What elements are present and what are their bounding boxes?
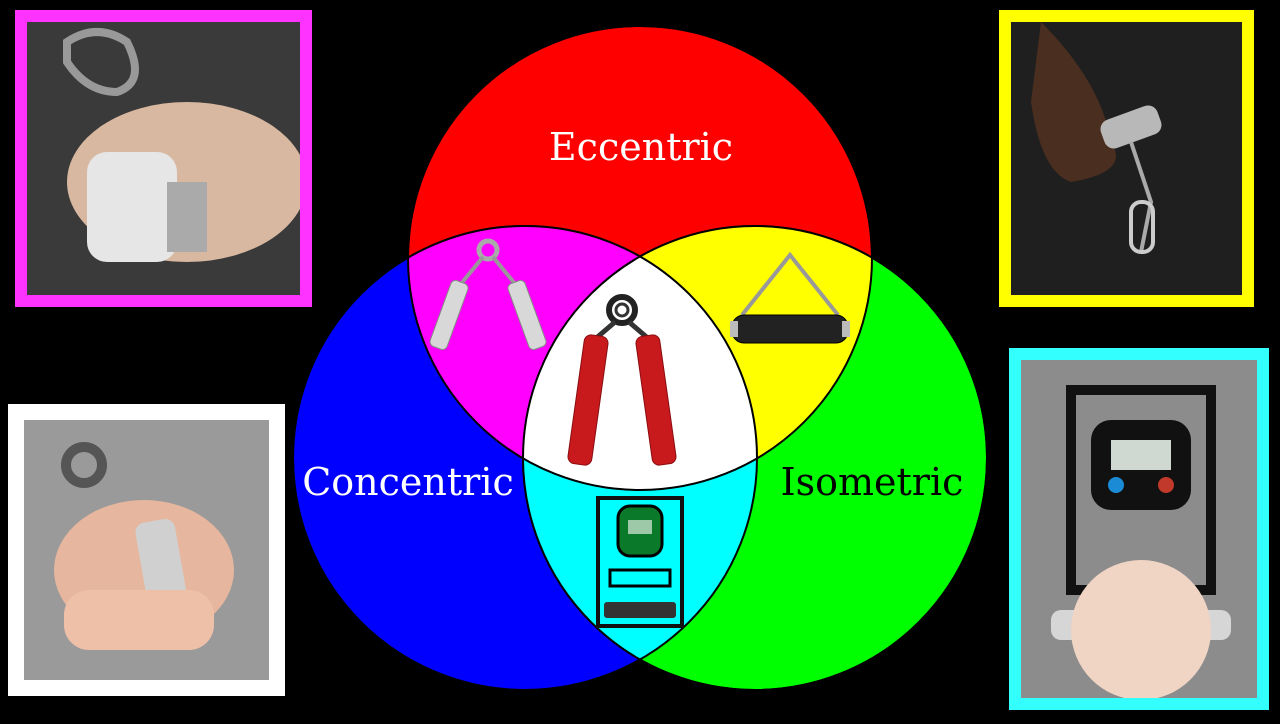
top-right-photo-frame — [999, 10, 1254, 307]
dynamometer-icon — [596, 496, 684, 628]
handle-icon — [730, 251, 850, 344]
top-left-photo-frame — [15, 10, 312, 307]
bottom-right-photo-frame — [1009, 348, 1269, 710]
concentric-label: Concentric — [302, 460, 514, 504]
dynamometer-hand-photo-icon — [1021, 360, 1257, 698]
eccentric-label: Eccentric — [549, 125, 733, 169]
gripper-hand-photo-icon — [24, 420, 269, 680]
pinch-grip-photo-icon — [1011, 22, 1242, 295]
silver-gripper-icon — [429, 238, 547, 351]
isometric-label: Isometric — [781, 460, 964, 504]
red-gripper-icon — [567, 294, 677, 466]
bottom-left-photo-frame — [8, 404, 285, 696]
gripper-hand-photo-icon — [27, 22, 300, 295]
